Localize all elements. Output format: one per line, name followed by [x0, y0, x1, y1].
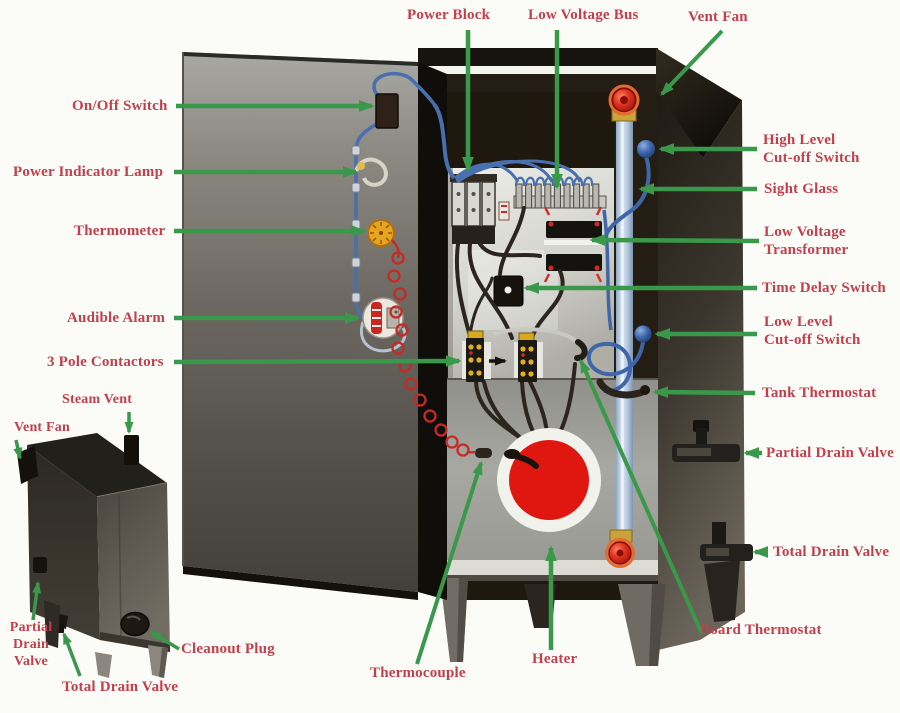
- label-total-drain-valve-small: Total Drain Valve: [62, 679, 179, 695]
- conduit: [492, 327, 580, 344]
- heater-hub: [504, 449, 520, 459]
- thermocouple: [475, 448, 492, 458]
- heater: [509, 440, 589, 520]
- label-total-drain-valve-right: Total Drain Valve: [773, 544, 890, 560]
- cabinet-top-stripe: [420, 66, 656, 74]
- label-high-level-cutoff: High Level Cut-off Switch: [763, 132, 860, 166]
- three-pole-contactors: [462, 330, 543, 382]
- arrow-vent-fan-small: [13, 439, 23, 461]
- label-power-block: Power Block: [407, 7, 491, 23]
- label-thermometer: Thermometer: [74, 223, 166, 239]
- partial-drain-valve-right: [672, 420, 740, 462]
- cabinet-side: [658, 94, 745, 650]
- label-audible-alarm: Audible Alarm: [67, 310, 166, 326]
- level-switches: [586, 140, 655, 399]
- door-edge: [418, 62, 447, 600]
- label-partial-drain-valve-small: Partial Drain Valve: [9, 620, 53, 669]
- safety-valve-ring: [608, 84, 640, 116]
- arrow-vent-fan-top: [660, 29, 724, 96]
- steam-vent: [124, 435, 139, 465]
- on-off-switch: [375, 93, 399, 129]
- arrow-board-thermostat: [579, 358, 704, 635]
- annotation-arrows: [13, 29, 769, 677]
- small-unit-left-face: [27, 445, 100, 640]
- label-three-pole-contactors: 3 Pole Contactors: [47, 354, 164, 370]
- cabinet-top-band: [418, 48, 658, 66]
- label-time-delay-switch: Time Delay Switch: [762, 280, 886, 296]
- label-on-off-switch: On/Off Switch: [72, 98, 168, 114]
- arrow-three-pole-contactors: [173, 355, 462, 367]
- label-thermocouple: Thermocouple: [370, 665, 466, 681]
- label-vent-fan-small: Vent Fan: [14, 420, 70, 435]
- high-level-cutoff-switch: [637, 140, 655, 158]
- small-unit: [17, 433, 170, 678]
- main-cabinet: [418, 48, 753, 666]
- small-partial-drain-valve: [33, 557, 47, 573]
- arrow-tank-thermostat: [652, 386, 756, 398]
- arrow-thermocouple: [415, 460, 483, 665]
- label-cleanout-plug: Cleanout Plug: [181, 641, 275, 657]
- label-vent-fan-top: Vent Fan: [688, 9, 748, 25]
- low-voltage-transformer: [543, 206, 604, 283]
- arrow-cleanout-plug: [149, 630, 180, 651]
- cabinet-door: [182, 52, 477, 600]
- time-delay-switch: [493, 275, 524, 307]
- sight-glass: [605, 84, 640, 568]
- arrow-total-drain-valve-small: [62, 632, 82, 677]
- small-unit-front-face: [97, 483, 170, 652]
- low-level-cutoff-switch: [634, 325, 652, 343]
- label-low-level-cutoff: Low Level Cut-off Switch: [764, 314, 861, 348]
- small-vent-fan-hood: [17, 446, 38, 484]
- label-tank-thermostat: Tank Thermostat: [762, 385, 877, 401]
- small-unit-legs: [44, 600, 168, 678]
- arrow-partial-drain-valve-small: [31, 580, 42, 621]
- label-steam-vent: Steam Vent: [62, 392, 133, 407]
- red-coil-wire: [387, 239, 477, 457]
- low-voltage-bus: [454, 159, 607, 209]
- label-power-indicator-lamp: Power Indicator Lamp: [13, 164, 164, 180]
- label-low-voltage-transformer: Low Voltage Transformer: [764, 224, 849, 258]
- board-thermostat: [574, 339, 588, 361]
- power-indicator-lamp: [354, 157, 388, 187]
- label-heater: Heater: [532, 651, 578, 667]
- arrow-low-voltage-transformer: [589, 234, 760, 246]
- label-sight-glass: Sight Glass: [764, 181, 839, 197]
- label-low-voltage-bus: Low Voltage Bus: [528, 7, 639, 23]
- total-drain-valve-right: [700, 522, 753, 561]
- power-block: [450, 174, 510, 244]
- thermometer: [367, 219, 395, 247]
- label-partial-drain-valve-right: Partial Drain Valve: [766, 445, 894, 461]
- label-board-thermostat: Board Thermostat: [700, 622, 822, 638]
- tank-thermostat-probe: [596, 378, 649, 399]
- small-unit-roof: [27, 433, 167, 497]
